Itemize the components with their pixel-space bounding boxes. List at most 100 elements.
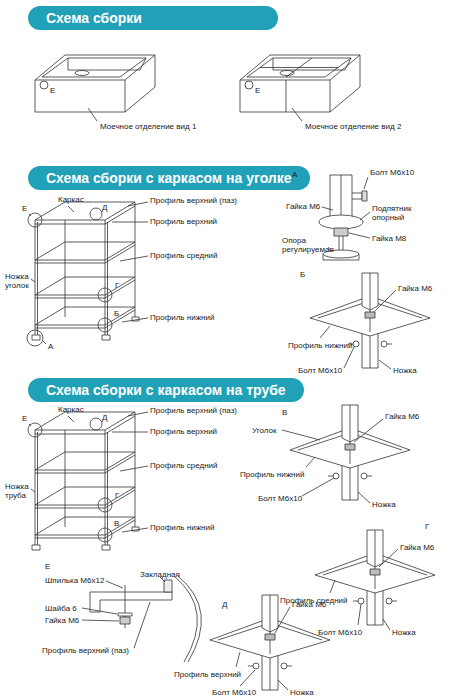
part-label: Болт М6х10	[212, 688, 256, 697]
part-label: Е	[255, 86, 260, 95]
sink-view-2	[240, 55, 360, 121]
part-label: Профиль верхний (паз)	[150, 406, 237, 415]
part-label: Е	[22, 204, 27, 213]
sink-view-1	[35, 55, 155, 121]
part-label: Г	[115, 491, 119, 500]
part-label: Болт М6х10	[258, 494, 302, 503]
part-label: Моечное отделение вид 2	[305, 122, 401, 131]
drawing-stroke	[358, 604, 361, 625]
drawing-stroke	[32, 412, 139, 550]
part-label: Е	[45, 562, 50, 571]
frame-angle	[27, 202, 148, 346]
part-label: Ножка	[290, 688, 314, 697]
drawing-stroke	[362, 191, 367, 201]
drawing-stroke	[106, 581, 123, 588]
drawing-stroke	[354, 419, 383, 442]
part-label: Е	[50, 86, 55, 95]
part-label: Г	[425, 522, 429, 531]
drawing-stroke	[352, 193, 362, 199]
section-band: Схема сборки с каркасом на трубе	[28, 378, 304, 402]
part-label: Подпятник опорный	[372, 204, 426, 222]
part-label: Гайка М6	[286, 202, 320, 211]
part-label: Ножка	[372, 500, 396, 509]
part-label: Ножка	[392, 628, 416, 637]
drawing-stroke	[134, 602, 150, 648]
part-label: Гайка М6	[45, 616, 79, 625]
part-label: Гайка М6	[292, 600, 326, 609]
part-label: Шайба 6	[45, 604, 77, 613]
part-label: Профиль верхний (паз)	[150, 196, 237, 205]
part-label: А	[48, 342, 53, 351]
part-label: Болт М6х10	[370, 168, 414, 177]
drawing-stroke	[118, 613, 132, 616]
drawing-stroke	[240, 55, 360, 112]
drawing-stroke	[302, 478, 334, 496]
part-label: Каркас	[58, 195, 84, 204]
drawing-stroke	[82, 620, 119, 621]
part-label: Каркас	[58, 405, 84, 414]
part-label: Профиль нижний	[150, 523, 214, 532]
section-title: Схема сборки	[46, 10, 142, 26]
section-band: Схема сборки с каркасом на уголке	[28, 166, 310, 190]
drawing-stroke	[90, 592, 172, 612]
section-band: Схема сборки	[28, 6, 278, 30]
drawing-stroke	[35, 55, 155, 112]
drawing-stroke	[88, 108, 97, 121]
drawing-stroke	[330, 175, 352, 217]
drawing-stroke	[306, 457, 315, 467]
drawing-stroke	[322, 207, 333, 210]
drawing-stroke	[315, 530, 435, 625]
part-label: Е	[22, 414, 27, 423]
part-label: Г	[115, 281, 119, 290]
drawing-stroke	[260, 58, 338, 112]
part-label: А	[292, 170, 297, 179]
drawing-stroke	[341, 175, 342, 217]
part-label: Д	[102, 203, 107, 212]
section-title: Схема сборки с каркасом на трубе	[46, 382, 286, 398]
frame-tube	[28, 412, 148, 550]
drawing-stroke	[292, 108, 302, 121]
drawing-stroke	[360, 212, 370, 220]
part-label: Профиль верхний	[174, 670, 241, 679]
drawing-stroke	[323, 250, 359, 258]
part-label: Ножка	[5, 272, 29, 281]
part-label: Профиль средний	[150, 461, 218, 470]
part-label: Д	[222, 600, 227, 609]
drawing-stroke	[43, 341, 46, 344]
part-label: Б	[114, 309, 119, 318]
part-label: Шпилька М6х12	[45, 576, 104, 585]
part-label: Гайка М6	[385, 412, 419, 421]
drawing-stroke	[236, 652, 240, 667]
part-label: Закладная	[140, 570, 180, 579]
part-label: Профиль нижний	[288, 341, 352, 350]
drawing-stroke	[349, 233, 370, 238]
part-label: Профиль верхний	[150, 217, 217, 226]
part-label: Профиль нижний	[150, 313, 214, 322]
drawing-stroke	[28, 412, 148, 542]
drawing-stroke	[358, 492, 370, 503]
drawing-stroke	[275, 607, 290, 633]
drawing-stroke	[330, 580, 335, 593]
part-label: Ножка	[5, 482, 29, 491]
part-label: Ножка	[393, 366, 417, 375]
drawing-stroke	[82, 608, 117, 614]
section-title: Схема сборки с каркасом на уголке	[46, 170, 292, 186]
part-label: В	[114, 519, 119, 528]
part-label: Профиль средний	[150, 251, 218, 260]
part-label: Профиль нижний	[240, 470, 304, 479]
drawing-stroke	[328, 247, 332, 252]
drawing-stroke	[319, 215, 363, 229]
drawing-stroke	[27, 330, 43, 346]
drawing-stroke	[320, 326, 330, 338]
drawing-stroke	[282, 430, 320, 440]
drawing-stroke	[374, 290, 396, 312]
drawing-stroke	[344, 347, 354, 368]
drawing-stroke	[32, 202, 139, 340]
detail-g	[315, 530, 435, 630]
part-label: Профиль верхний (паз)	[42, 646, 129, 655]
drawing-stroke	[379, 360, 391, 369]
part-label: Болт М6х10	[298, 366, 342, 375]
drawing-stroke	[278, 680, 288, 690]
